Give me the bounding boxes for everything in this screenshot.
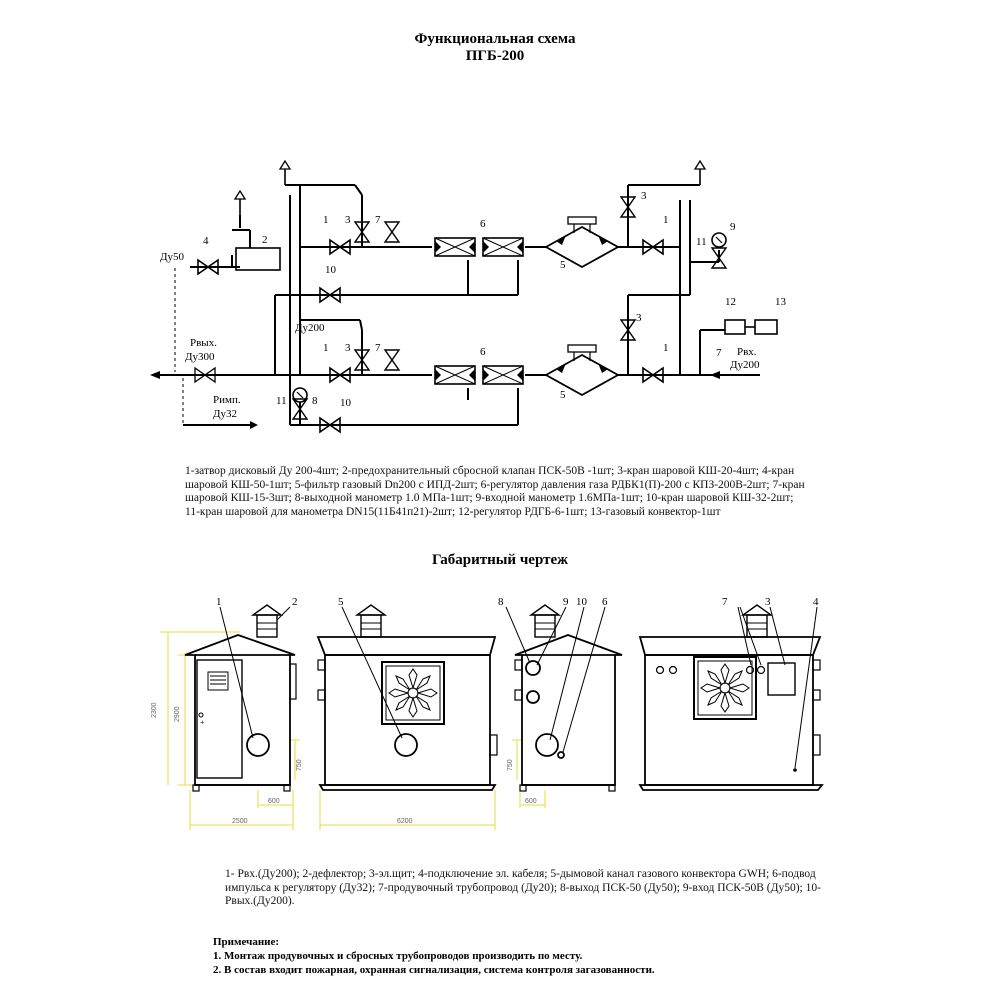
view1-label-1: 1 bbox=[216, 596, 222, 608]
scheme-title: Функциональная схема ПГБ-200 bbox=[340, 31, 650, 65]
label-13: 13 bbox=[775, 296, 787, 308]
note-item-1: 1. Монтаж продувочных и сбросных трубопр… bbox=[213, 950, 583, 962]
label-7-upper-left: 7 bbox=[375, 214, 381, 226]
scheme-legend: 1-затвор дисковый Ду 200-4шт; 2-предохра… bbox=[185, 465, 805, 518]
drawing-title: Габаритный чертеж bbox=[432, 552, 568, 568]
label-3-lower-left: 3 bbox=[345, 342, 351, 354]
dim-front-width: 6200 bbox=[397, 818, 413, 825]
label-3-upper-left: 3 bbox=[345, 214, 351, 226]
label-5-upper: 5 bbox=[560, 259, 566, 271]
label-1-lower-right: 1 bbox=[663, 342, 669, 354]
svg-text:+: + bbox=[200, 718, 205, 727]
dim-body-height: 2900 bbox=[174, 706, 181, 722]
label-11-upper: 11 bbox=[696, 236, 707, 248]
label-6-upper: 6 bbox=[480, 218, 486, 230]
label-7-right: 7 bbox=[716, 347, 722, 359]
dim-total-height: 2300 bbox=[151, 702, 158, 718]
notes: Примечание: 1. Монтаж продувочных и сбро… bbox=[213, 935, 833, 977]
view3-label-6: 6 bbox=[602, 596, 608, 608]
dim-side-width: 2500 bbox=[232, 818, 248, 825]
label-10-lower: 10 bbox=[340, 397, 352, 409]
label-p-in: Рвх. bbox=[737, 346, 757, 358]
label-2: 2 bbox=[262, 234, 268, 246]
view4-label-3: 3 bbox=[765, 596, 771, 608]
note-item-2: 2. В состав входит пожарная, охранная си… bbox=[213, 964, 655, 976]
scheme-title-line2: ПГБ-200 bbox=[465, 48, 525, 64]
label-3-lower-right: 3 bbox=[636, 312, 642, 324]
view4-label-7: 7 bbox=[722, 596, 728, 608]
label-1-upper-left: 1 bbox=[323, 214, 329, 226]
view3-label-8: 8 bbox=[498, 596, 504, 608]
view3-label-9: 9 bbox=[563, 596, 569, 608]
dim-low-width-2: 600 bbox=[525, 798, 537, 805]
dim-low-height-2: 750 bbox=[507, 759, 514, 771]
view2-label-5: 5 bbox=[338, 596, 344, 608]
label-7-lower-left: 7 bbox=[375, 342, 381, 354]
label-du32: Ду32 bbox=[213, 408, 237, 420]
label-11-lower: 11 bbox=[276, 395, 287, 407]
label-p-out: Рвых. bbox=[190, 337, 217, 349]
notes-heading: Примечание: bbox=[213, 936, 280, 948]
label-1-upper-right: 1 bbox=[663, 214, 669, 226]
view3-label-10: 10 bbox=[576, 596, 588, 608]
label-12: 12 bbox=[725, 296, 736, 308]
scheme-title-line1: Функциональная схема bbox=[414, 31, 576, 47]
drawing-legend: 1- Рвх.(Ду200); 2-дефлектор; 3-эл.щит; 4… bbox=[225, 868, 821, 907]
functional-scheme: 4 2 Ду50 1 3 7 6 5 3 1 9 11 10 Ду200 12 … bbox=[150, 160, 787, 433]
label-6-lower: 6 bbox=[480, 346, 486, 358]
label-du300: Ду300 bbox=[185, 351, 215, 363]
label-du200-in: Ду200 bbox=[730, 359, 760, 371]
label-p-imp: Римп. bbox=[213, 394, 241, 406]
label-5-lower: 5 bbox=[560, 389, 566, 401]
label-4: 4 bbox=[203, 235, 209, 247]
label-3-upper-right: 3 bbox=[641, 190, 647, 202]
label-10-upper: 10 bbox=[325, 264, 337, 276]
view4-label-4: 4 bbox=[813, 596, 819, 608]
dim-low-height: 750 bbox=[296, 759, 303, 771]
label-1-lower-left: 1 bbox=[323, 342, 329, 354]
dimensional-drawing: 2300 2900 750 600 2500 6200 750 600 + 1 … bbox=[151, 596, 824, 830]
label-du200-mid: Ду200 bbox=[295, 322, 325, 334]
label-9: 9 bbox=[730, 221, 736, 233]
label-du50: Ду50 bbox=[160, 251, 185, 263]
dim-low-width: 600 bbox=[268, 798, 280, 805]
view1-label-2: 2 bbox=[292, 596, 298, 608]
label-8: 8 bbox=[312, 395, 318, 407]
